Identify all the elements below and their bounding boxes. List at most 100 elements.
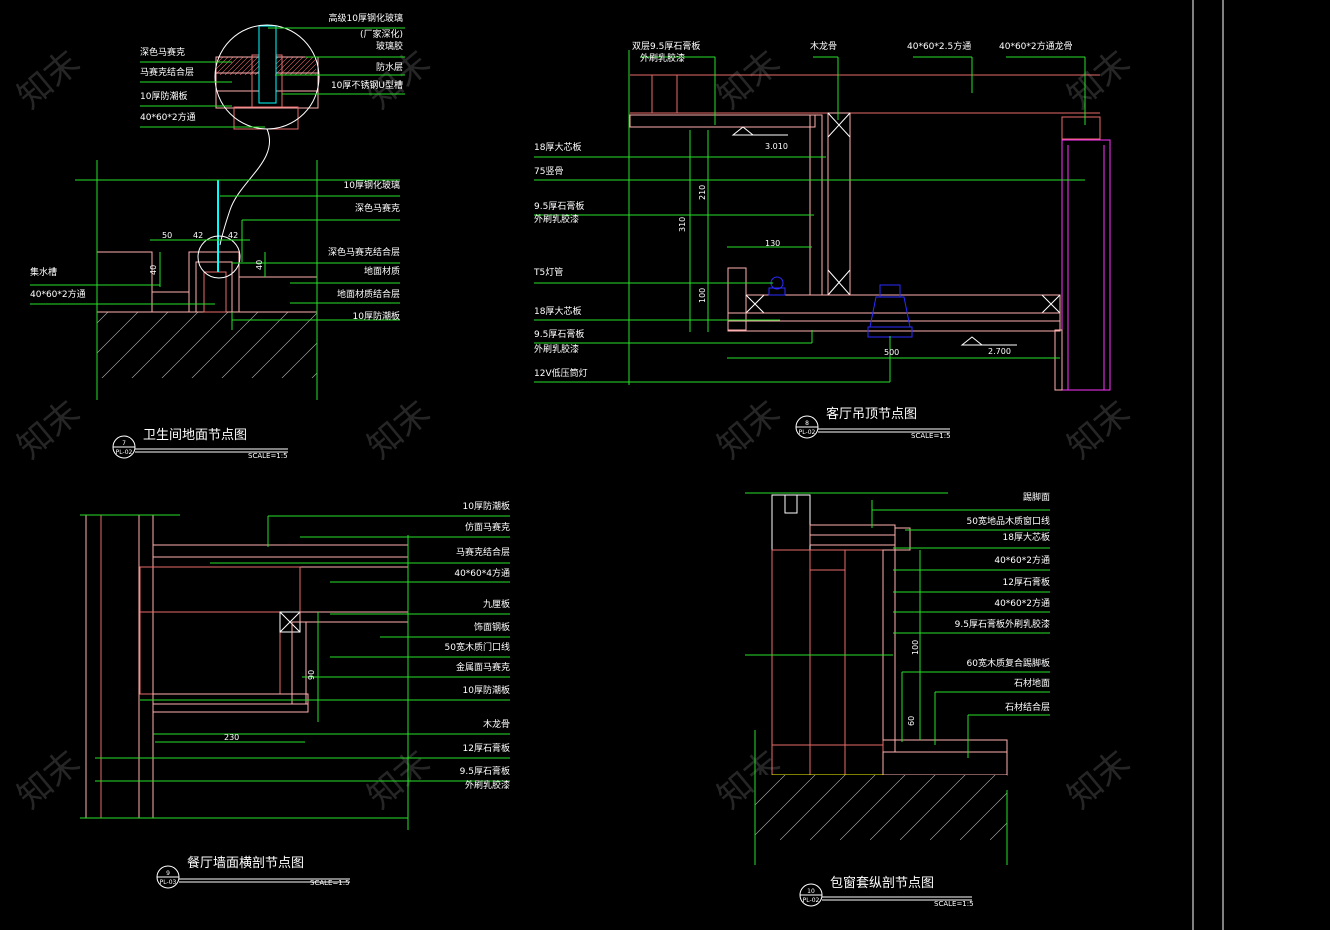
label: 75竖骨 <box>534 166 563 177</box>
ceiling-section <box>629 74 1111 391</box>
svg-text:PL-03: PL-03 <box>160 879 177 886</box>
svg-text:知末: 知末 <box>10 743 88 817</box>
dimension: 230 <box>224 733 239 742</box>
label: 10厚防潮板 <box>140 90 187 102</box>
detail-bathroom-floor[interactable]: 深色马赛克 马赛克结合层 10厚防潮板 40*60*2方通 高级10厚钢化玻璃 … <box>0 0 405 460</box>
label: 40*60*2.5方通 <box>907 40 971 52</box>
label: 深色马赛克 <box>140 46 185 58</box>
label: T5灯管 <box>533 266 563 278</box>
dimension: 60 <box>907 716 916 726</box>
svg-text:知末: 知末 <box>1060 43 1138 117</box>
label: 40*60*2方通 <box>30 288 86 300</box>
label: 高级10厚钢化玻璃 <box>329 12 403 24</box>
label: 马赛克结合层 <box>456 546 510 558</box>
leader-lines <box>534 50 1086 385</box>
dimension: 130 <box>765 239 780 248</box>
label: 40*60*2方通 <box>140 111 196 123</box>
label: 木龙骨 <box>810 40 837 52</box>
dimension: 3.010 <box>765 142 788 151</box>
label: 9.5厚石膏板 <box>534 200 584 212</box>
svg-text:知末: 知末 <box>10 43 88 117</box>
svg-text:SCALE=1:5: SCALE=1:5 <box>248 452 288 460</box>
dimension: 90 <box>307 670 316 680</box>
casing-section <box>755 494 1008 840</box>
label: 12厚石膏板 <box>463 742 510 754</box>
label: 外刷乳胶漆 <box>640 52 685 64</box>
label: 12厚石膏板 <box>1003 576 1050 588</box>
label: 50宽地品木质窗口线 <box>967 515 1050 527</box>
detail-title-block: 7 PL-02 卫生间地面节点图 SCALE=1:5 <box>112 428 288 460</box>
leader-lines <box>30 160 400 400</box>
label: 40*60*2方通 <box>994 597 1050 609</box>
label: 饰面钢板 <box>474 621 510 633</box>
floor-section <box>96 180 318 378</box>
label: 马赛克结合层 <box>140 66 194 78</box>
callout-curve <box>219 128 270 246</box>
svg-text:PL-02: PL-02 <box>803 897 820 904</box>
svg-text:知末: 知末 <box>360 743 438 817</box>
dimension: 500 <box>884 348 899 357</box>
label: 18厚大芯板 <box>534 305 581 317</box>
label: 仿面马赛克 <box>465 521 510 533</box>
label: 18厚大芯板 <box>1003 531 1050 543</box>
dimension: 40 <box>149 265 158 275</box>
label: 地面材质结合层 <box>337 288 400 300</box>
detail-window-casing[interactable]: 踢脚面 50宽地品木质窗口线 18厚大芯板 40*60*2方通 12厚石膏板 4… <box>745 492 1050 908</box>
svg-text:包窗套纵剖节点图: 包窗套纵剖节点图 <box>830 875 934 891</box>
label: 10厚防潮板 <box>353 310 400 322</box>
label: 石材结合层 <box>1005 701 1050 713</box>
svg-text:PL-02: PL-02 <box>799 429 816 436</box>
level-mark <box>731 126 1017 346</box>
svg-text:知末: 知末 <box>710 43 788 117</box>
label: 50宽木质门口线 <box>445 641 510 653</box>
leader-lines <box>80 514 510 830</box>
label: 40*60*2方通龙骨 <box>999 40 1073 52</box>
dimension: 40 <box>255 260 264 270</box>
label: 9.5厚石膏板外刷乳胶漆 <box>955 618 1050 630</box>
label: 18厚大芯板 <box>534 141 581 153</box>
label: 10厚钢化玻璃 <box>344 179 400 191</box>
label: 地面材质 <box>364 265 400 277</box>
svg-text:SCALE=1:5: SCALE=1:5 <box>911 432 951 440</box>
label: 深色马赛克 <box>355 202 400 214</box>
label: 40*60*2方通 <box>994 554 1050 566</box>
label: 石材地面 <box>1014 677 1050 689</box>
svg-text:知末: 知末 <box>360 393 438 467</box>
svg-text:知末: 知末 <box>10 393 88 467</box>
label: 9.5厚石膏板 <box>460 765 510 777</box>
label: 10厚不锈钢U型槽 <box>331 79 403 91</box>
dimension: 42 <box>228 231 238 240</box>
label: 外刷乳胶漆 <box>534 213 579 225</box>
dimension: 310 <box>678 217 687 232</box>
label: 防水层 <box>376 61 403 73</box>
dimension: 50 <box>162 231 172 240</box>
svg-text:9: 9 <box>166 870 170 877</box>
leader-lines <box>745 492 1050 865</box>
label: 集水槽 <box>30 266 57 278</box>
dimension: 2.700 <box>988 347 1011 356</box>
svg-text:SCALE=1:5: SCALE=1:5 <box>310 879 350 887</box>
svg-text:10: 10 <box>807 888 815 895</box>
svg-text:知末: 知末 <box>1060 743 1138 817</box>
dimension: 100 <box>911 640 920 655</box>
dimension: 100 <box>698 288 707 303</box>
detail-title-block: 9 PL-03 餐厅墙面横剖节点图 SCALE=1:5 <box>156 855 350 889</box>
svg-text:SCALE=1:5: SCALE=1:5 <box>934 900 974 908</box>
label: 金属面马赛克 <box>456 661 510 673</box>
wall-section <box>85 514 409 819</box>
t5-lamp-icon <box>768 276 786 296</box>
downlight-icon <box>867 284 913 338</box>
detail-living-ceiling[interactable]: 双层9.5厚石膏板 外刷乳胶漆 木龙骨 40*60*2.5方通 40*60*2方… <box>533 40 1111 440</box>
detail-title-block: 10 PL-02 包窗套纵剖节点图 SCALE=1:5 <box>799 875 974 908</box>
dimension: 210 <box>698 185 707 200</box>
detail-title-block: 8 PL-02 客厅吊顶节点图 SCALE=1:5 <box>795 406 951 440</box>
label: 10厚防潮板 <box>463 500 510 512</box>
label: 双层9.5厚石膏板 <box>632 40 700 52</box>
label: (厂家深化) <box>360 28 403 40</box>
label: 10厚防潮板 <box>463 684 510 696</box>
svg-text:知末: 知末 <box>1060 393 1138 467</box>
svg-text:卫生间地面节点图: 卫生间地面节点图 <box>143 428 247 443</box>
label: 12V低压筒灯 <box>534 367 588 379</box>
detail-dining-wall[interactable]: 10厚防潮板 仿面马赛克 马赛克结合层 40*60*4方通 九厘板 饰面钢板 5… <box>80 500 510 889</box>
